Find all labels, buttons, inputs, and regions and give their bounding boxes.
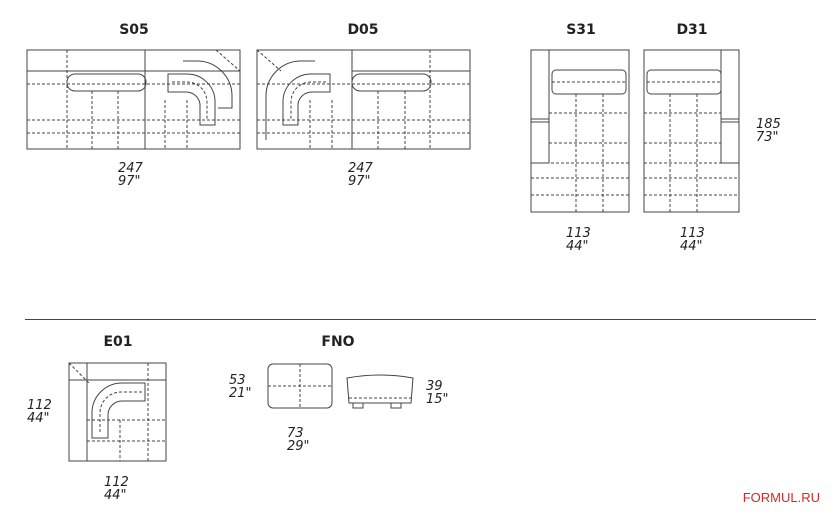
- title-d05: D05: [347, 22, 379, 38]
- ottoman-fno: [267, 363, 414, 409]
- dim-fno-height-cm: 39: [426, 379, 443, 394]
- dim-e01-depth-cm: 112: [27, 398, 52, 413]
- dim-s31-width: 113 44": [566, 227, 591, 253]
- sofa-s05: [26, 49, 241, 150]
- dim-e01-width-cm: 112: [104, 475, 129, 490]
- dim-s05-in: 97": [118, 174, 141, 189]
- dim-depth-cm: 185: [756, 117, 781, 132]
- dim-s05-cm: 247: [118, 161, 143, 176]
- dim-s31-cm: 113: [566, 226, 591, 241]
- dim-d05-width: 247 97": [348, 162, 373, 188]
- dim-d31-width: 113 44": [680, 227, 705, 253]
- dim-fno-width-in: 29": [287, 439, 310, 454]
- dim-s05-width: 247 97": [118, 162, 143, 188]
- dim-d05-in: 97": [348, 174, 371, 189]
- dim-d05-cm: 247: [348, 161, 373, 176]
- dim-fno-height-in: 15": [426, 392, 449, 407]
- dim-d31-in: 44": [680, 239, 703, 254]
- section-divider: [25, 319, 816, 320]
- dim-d31-cm: 113: [680, 226, 705, 241]
- sofa-e01: [68, 362, 167, 462]
- sofa-s31: [530, 49, 630, 213]
- title-e01: E01: [103, 334, 133, 350]
- dim-fno-depth-in: 21": [229, 386, 252, 401]
- title-s05: S05: [119, 22, 149, 38]
- sofa-d05: [256, 49, 471, 150]
- dim-fno-height: 39 15": [426, 380, 449, 406]
- sofa-d31: [643, 49, 740, 213]
- watermark: FORMUL.RU: [742, 490, 820, 505]
- dim-fno-width: 73 29": [287, 427, 310, 453]
- dim-depth-in: 73": [756, 130, 779, 145]
- dim-s31-depth: 185 73": [756, 118, 781, 144]
- dim-e01-depth: 112 44": [27, 399, 52, 425]
- dim-fno-width-cm: 73: [287, 426, 304, 441]
- dim-e01-width-in: 44": [104, 488, 127, 503]
- title-fno: FNO: [321, 334, 355, 350]
- title-d31: D31: [676, 22, 708, 38]
- dim-e01-depth-in: 44": [27, 411, 50, 426]
- dim-fno-depth: 53 21": [229, 374, 252, 400]
- dim-s31-in: 44": [566, 239, 589, 254]
- dim-e01-width: 112 44": [104, 476, 129, 502]
- title-s31: S31: [566, 22, 596, 38]
- dim-fno-depth-cm: 53: [229, 373, 246, 388]
